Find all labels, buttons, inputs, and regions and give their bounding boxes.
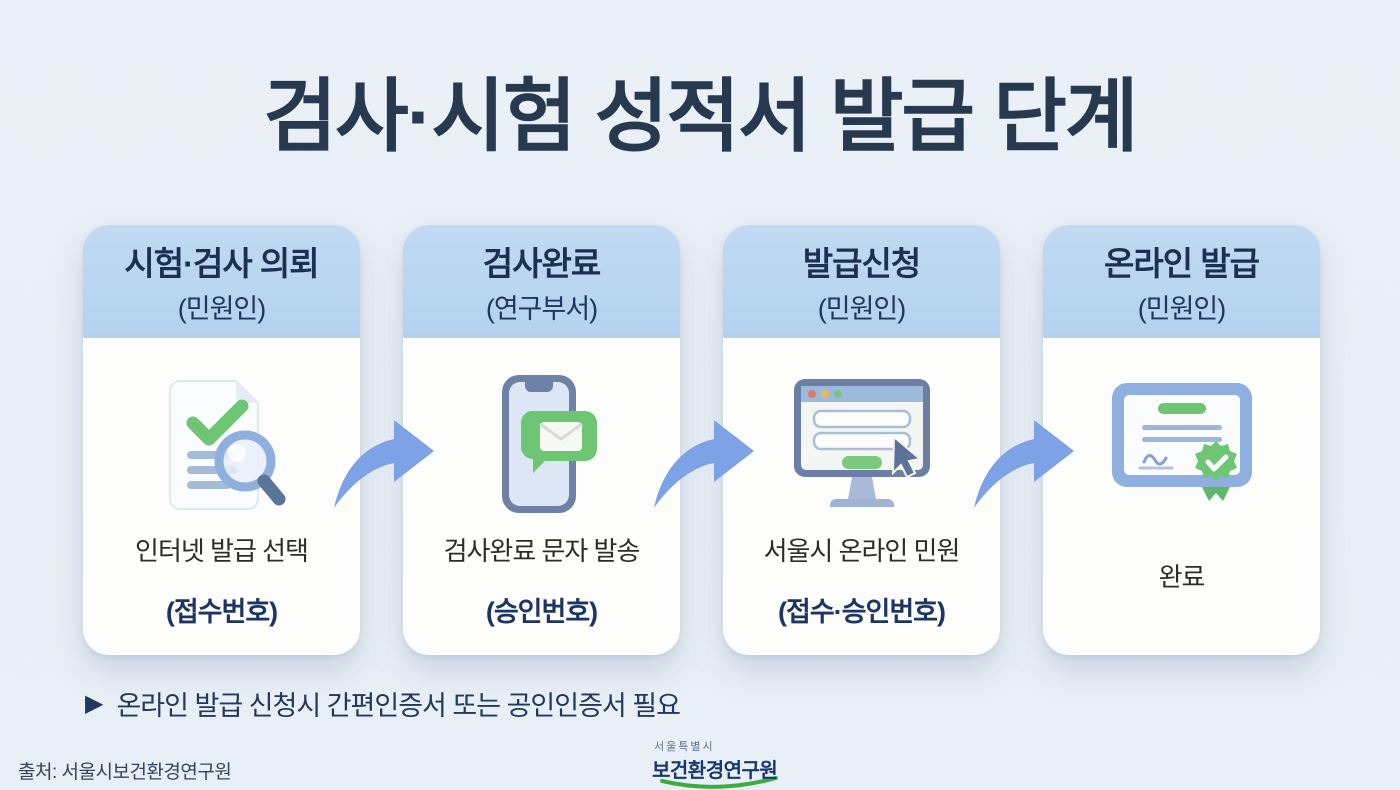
step-card-request: 시험·검사 의뢰 (민원인) 인터넷 발급 선택 (접수번호) [83, 225, 360, 655]
org-logo-city-label: 서울특별시 [654, 741, 715, 753]
step-description: 서울시 온라인 민원 [763, 536, 961, 566]
step-text: 검사완료 문자 발송 (승인번호) [413, 531, 670, 629]
step-text: 완료 [1053, 531, 1310, 619]
step-card-body: 완료 [1043, 338, 1320, 655]
step-number-label: (접수·승인번호) [777, 597, 946, 627]
logo-swoosh-icon [660, 776, 778, 789]
step-card-header: 발급신청 (민원인) [723, 225, 1000, 338]
requirement-note: ▶ 온라인 발급 신청시 간편인증서 또는 공인인증서 필요 [85, 684, 681, 723]
requirement-note-text: 온라인 발급 신청시 간편인증서 또는 공인인증서 필요 [116, 691, 680, 721]
step-subtitle: (민원인) [817, 294, 907, 324]
step-card-body: 서울시 온라인 민원 (접수·승인번호) [723, 338, 1000, 665]
step-card-header: 검사완료 (연구부서) [403, 225, 680, 338]
step-card-apply: 발급신청 (민원인) 서울시 온라인 민원 (접수·승인번호) [723, 225, 1000, 655]
phone-message-icon [467, 356, 617, 531]
org-logo: 서울특별시 보건환경연구원 [652, 738, 778, 790]
step-card-header: 시험·검사 의뢰 (민원인) [83, 225, 360, 338]
flow-arrow-icon [654, 420, 754, 508]
page-title: 검사·시험 성적서 발급 단계 [263, 72, 1139, 161]
step-title: 온라인 발급 [1104, 245, 1260, 282]
step-title: 발급신청 [802, 245, 921, 282]
step-number-label: (접수번호) [165, 597, 278, 627]
step-subtitle: (연구부서) [485, 294, 598, 324]
step-card-header: 온라인 발급 (민원인) [1043, 225, 1320, 338]
monitor-form-icon [782, 356, 942, 531]
step-title: 시험·검사 의뢰 [124, 245, 319, 282]
step-card-issue: 온라인 발급 (민원인) 완료 [1043, 225, 1320, 655]
flow-arrow-icon [974, 420, 1074, 508]
step-title: 검사완료 [482, 245, 601, 282]
step-card-complete: 검사완료 (연구부서) 검사완료 문자 발송 (승인번호) [403, 225, 680, 655]
step-text: 인터넷 발급 선택 (접수번호) [93, 531, 350, 629]
certificate-icon [1102, 356, 1262, 531]
step-subtitle: (민원인) [1137, 294, 1227, 324]
step-card-body: 검사완료 문자 발송 (승인번호) [403, 338, 680, 665]
document-search-icon [147, 356, 297, 531]
step-card-body: 인터넷 발급 선택 (접수번호) [83, 338, 360, 665]
step-description: 인터넷 발급 선택 [135, 536, 309, 566]
step-text: 서울시 온라인 민원 (접수·승인번호) [733, 531, 990, 629]
step-description: 완료 [1158, 561, 1206, 592]
source-credit: 출처: 서울시보건환경연구원 [18, 762, 232, 783]
step-number-label: (승인번호) [485, 597, 598, 627]
step-description: 검사완료 문자 발송 [443, 536, 641, 566]
step-subtitle: (민원인) [177, 294, 267, 324]
org-logo-name: 보건환경연구원 [652, 760, 778, 782]
triangle-bullet-icon: ▶ [85, 690, 103, 717]
flow-arrow-icon [334, 420, 434, 508]
